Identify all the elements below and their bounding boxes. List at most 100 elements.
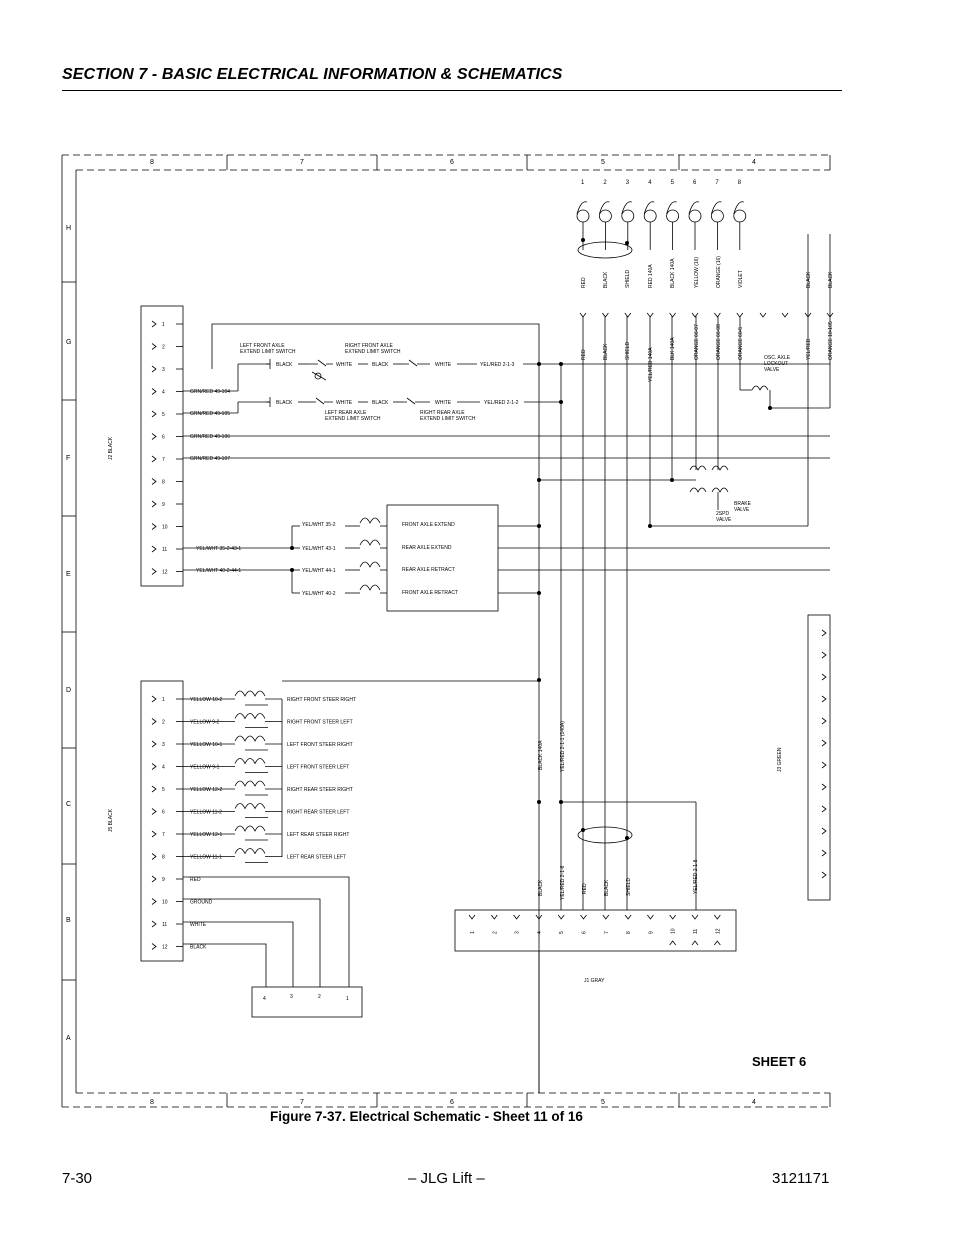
- top-pin-label: ORANGE 66-98: [716, 324, 722, 360]
- j3-pin-chevron: [821, 871, 827, 879]
- j5-wire-label: BLACK: [190, 945, 207, 951]
- wire-white-3: WHITE: [336, 400, 353, 406]
- j2-pin-number: 11: [162, 547, 167, 553]
- j2-wire-11: YEL/WHT 35-2-43-1: [196, 546, 241, 552]
- j1-wire-red: RED: [582, 883, 588, 894]
- top-pin-label: ORANGE 60-5: [738, 327, 744, 360]
- top-wire-label: BLACK: [828, 271, 834, 288]
- top-terminal-loop: [643, 201, 655, 215]
- zone-col-8: 8: [150, 159, 154, 166]
- top-pin-label: YEL/RED 140A: [648, 347, 654, 382]
- j5-wire-label: YELLOW 11-2: [190, 810, 222, 816]
- top-terminal-loop: [733, 201, 744, 215]
- j5-pin-chevron: [151, 853, 157, 860]
- top-pin-number: 2: [603, 180, 607, 186]
- j5-label: J5 BLACK: [108, 808, 114, 832]
- black-140a-label: BLACK 140A: [538, 740, 544, 770]
- label-line: VALVE: [734, 507, 750, 513]
- j2-pin-chevron: [151, 455, 157, 463]
- j2-pin-number: 6: [162, 435, 165, 441]
- j1-pin-chevron-lower: [669, 940, 677, 946]
- small-conn-pin-2: 2: [318, 994, 321, 1000]
- j5-pin-chevron: [151, 830, 157, 838]
- top-pin-number: 3: [626, 180, 630, 186]
- j5-wire-label: YELLOW 10-2: [190, 697, 222, 703]
- zone-col-8-bottom: 8: [150, 1099, 154, 1106]
- yelred-140a-label: YEL/RED 2-1-1 (140A): [560, 721, 566, 772]
- top-pin-label: ORANGE 10-105: [828, 321, 834, 360]
- top-pin-label: YEL/RED: [806, 338, 812, 360]
- j5-pin-number: 8: [162, 855, 165, 861]
- j2-pin-chevron: [151, 523, 157, 530]
- j5-pin-number: 5: [162, 787, 165, 793]
- top-wire-label: VIOLET: [738, 270, 744, 288]
- small-conn-pin-3: 3: [290, 994, 293, 1000]
- j1-pin-number: 9: [648, 931, 654, 934]
- j5-pin-chevron: [151, 898, 157, 905]
- j2-wire-12: YEL/WHT 40-2-44-1: [196, 568, 241, 574]
- j1-pin-chevron: [691, 914, 699, 920]
- steer-coil: [234, 713, 266, 720]
- top-terminal-circle: [688, 209, 702, 223]
- j1-wire-shield: SHIELD: [626, 878, 632, 896]
- j1-pin-number: 12: [715, 928, 721, 934]
- steer-label: LEFT REAR STEER LEFT: [287, 855, 346, 861]
- j5-pin-chevron: [151, 718, 157, 725]
- j2-pin-chevron: [151, 433, 157, 440]
- j2-pin-chevron: [151, 388, 157, 395]
- top-wire-label: YELLOW (16): [694, 257, 700, 288]
- j5-wire-label: YELLOW 12-2: [190, 787, 222, 793]
- top-terminal-loop: [666, 201, 677, 215]
- steer-label: RIGHT REAR STEER LEFT: [287, 810, 349, 816]
- j2-pin-number: 4: [162, 390, 165, 396]
- j2-pin-number: 1: [162, 322, 165, 328]
- j5-wire-label: YELLOW 11-1: [190, 855, 222, 861]
- j5-wire-label: YELLOW 10-1: [190, 742, 222, 748]
- j2-pin-number: 8: [162, 480, 165, 486]
- top-wire-label: RED: [581, 277, 587, 288]
- top-pin-chevron: [714, 312, 721, 318]
- top-pin-chevron: [602, 312, 609, 318]
- top-pin-number: 4: [648, 180, 652, 186]
- top-terminal-circle: [643, 209, 657, 223]
- j1-label: J1 GRAY: [584, 978, 605, 984]
- j5-pin-number: 4: [162, 765, 165, 771]
- j1-pin-number: 3: [515, 931, 521, 934]
- top-terminal-circle: [621, 209, 635, 223]
- j1-pin-chevron: [557, 914, 565, 920]
- j2-wire-6: GRN/RED 49-106: [190, 434, 230, 440]
- j2-pin-chevron: [151, 568, 157, 575]
- j5-pin-chevron: [151, 740, 157, 748]
- zone-col-4-bottom: 4: [752, 1099, 756, 1106]
- j2-pin-chevron: [151, 343, 157, 350]
- j2-wire-7: GRN/RED 49-107: [190, 456, 230, 462]
- top-pin-label: ORANGE 66-97: [694, 324, 700, 360]
- page-number: 7-30: [62, 1170, 93, 1187]
- j1-pin-chevron: [513, 914, 520, 920]
- j3-label: J3 GREEN: [777, 747, 783, 772]
- j1-pin-number: 11: [693, 929, 699, 934]
- label-line: RIGHT REAR AXLE: [420, 410, 465, 416]
- zone-row-h: H: [66, 225, 71, 232]
- j3-pin-chevron: [821, 827, 827, 835]
- top-pin-number: 1: [581, 180, 585, 186]
- label-line: EXTEND LIMIT SWITCH: [325, 416, 381, 422]
- j2-pin-number: 2: [162, 345, 165, 351]
- j1-pin-chevron: [602, 914, 610, 920]
- top-wire-label: SHIELD: [625, 270, 631, 288]
- j5-wire-label: YELLOW 12-1: [190, 832, 222, 838]
- footer-title: – JLG Lift –: [408, 1170, 485, 1187]
- wire-yelred-a: YEL/RED 2-1-3: [480, 362, 515, 368]
- j5-pin-number: 6: [162, 810, 165, 816]
- j2-pin-number: 10: [162, 525, 168, 531]
- label-line: 2SPD: [716, 511, 729, 517]
- j2-wire-5: GRN/RED 49-105: [190, 411, 230, 417]
- top-wire-label: BLACK: [603, 271, 609, 288]
- top-wire-label: ORANGE (16): [716, 256, 722, 288]
- j5-pin-chevron: [151, 875, 157, 883]
- wire-black-1: BLACK: [276, 362, 293, 368]
- label-line: OSC. AXLE: [764, 355, 791, 361]
